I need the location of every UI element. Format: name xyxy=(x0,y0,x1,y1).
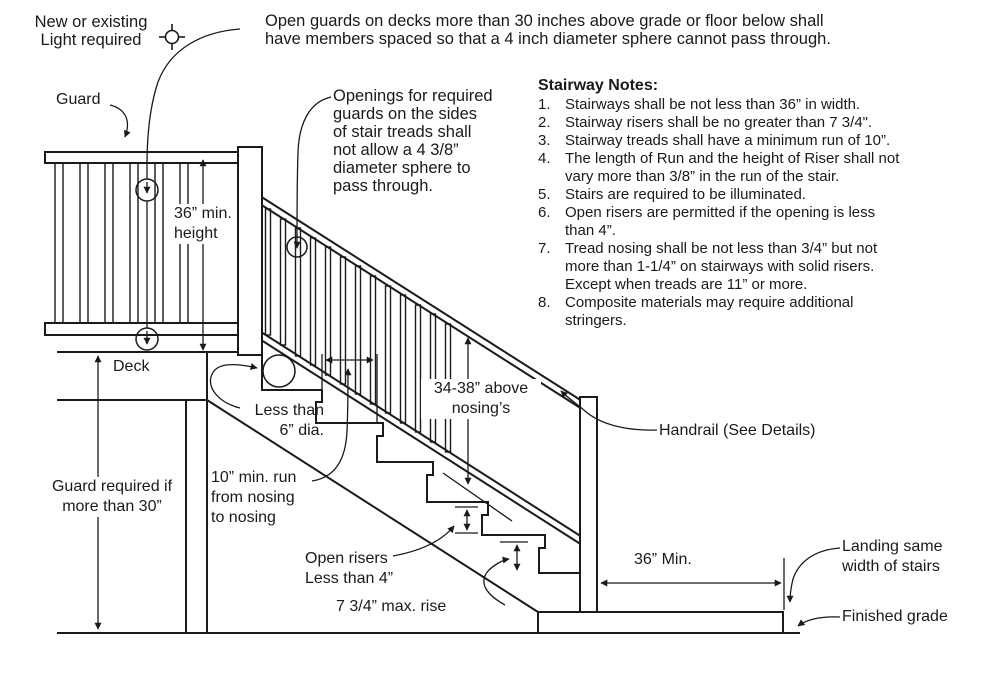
baluster xyxy=(279,218,287,346)
note-text: Open risers are permitted if the opening… xyxy=(565,204,876,239)
baluster xyxy=(414,304,422,433)
note-text: Stairway risers shall be no greater than… xyxy=(565,114,873,131)
nosing-reference-line xyxy=(442,472,513,522)
height-dimension-label: 36” min.height xyxy=(174,204,232,244)
stringer-bottom-edge xyxy=(206,399,539,613)
staircase xyxy=(206,352,582,613)
newel-post xyxy=(579,396,598,613)
note-number: 5. xyxy=(538,186,551,203)
baluster xyxy=(129,162,139,324)
stairway-note-item: 7. Tread nosing shall be not less than 3/… xyxy=(538,240,908,294)
light-fixture-icon xyxy=(159,24,185,50)
baluster xyxy=(104,162,114,324)
landing-min-label: 36” Min. xyxy=(634,551,692,568)
note-text: Tread nosing shall be not less than 3/4”… xyxy=(565,240,878,293)
deck-label: Deck xyxy=(113,358,150,375)
baluster xyxy=(309,237,317,366)
baluster xyxy=(384,285,392,414)
baluster xyxy=(369,275,377,405)
baluster xyxy=(429,313,437,443)
open-risers-leader-arrow xyxy=(392,525,455,557)
handrail-label: Handrail (See Details) xyxy=(659,422,816,439)
baluster xyxy=(324,246,332,376)
deck-structure xyxy=(57,351,262,633)
min-run-leader-arrow xyxy=(311,368,352,482)
landing-36-dimension xyxy=(600,558,785,610)
open-riser-dimension xyxy=(455,506,478,534)
stair-guard-balusters xyxy=(264,208,452,453)
less-than-6-leader-arrow xyxy=(209,363,258,409)
note-number: 6. xyxy=(538,204,551,221)
max-rise-dimension xyxy=(500,541,528,571)
guard-top-rail xyxy=(44,151,239,164)
baluster xyxy=(294,227,302,357)
handrail-leader-arrow xyxy=(560,390,658,431)
note-number: 2. xyxy=(538,114,551,131)
baluster xyxy=(354,265,362,395)
deck-guard-balusters xyxy=(54,162,189,324)
note-text: Stairways shall be not less than 36” in … xyxy=(565,96,861,113)
baluster xyxy=(154,162,164,324)
sphere-rule-leader-arrow xyxy=(143,28,241,345)
deck-guard-post xyxy=(237,146,263,356)
baluster xyxy=(264,208,272,336)
deck-guard xyxy=(44,146,263,356)
stairway-note-item: 3. Stairway treads shall have a minimum r… xyxy=(538,132,908,150)
tread-run-dimension xyxy=(321,354,378,424)
open-guards-note: Open guards on decks more than 30 inches… xyxy=(265,12,831,48)
guard-label: Guard xyxy=(56,91,101,108)
stairway-note-item: 8. Composite materials may require additi… xyxy=(538,294,908,330)
stairway-note-item: 6. Open risers are permitted if the openi… xyxy=(538,204,908,240)
handrail-top-line xyxy=(259,195,583,402)
baluster xyxy=(54,162,64,324)
stringer-opening-circle-icon xyxy=(262,354,296,388)
stairway-notes: Stairway Notes: 1. Stairways shall be not… xyxy=(538,77,908,330)
stairway-note-item: 2. Stairway risers shall be no greater th… xyxy=(538,114,908,132)
max-rise-label: 7 3/4” max. rise xyxy=(336,598,447,615)
guard-leader-arrow xyxy=(109,104,131,138)
note-text: Stairs are required to be illuminated. xyxy=(565,186,806,203)
finished-grade-leader-arrow xyxy=(797,616,841,627)
note-text: The length of Run and the height of Rise… xyxy=(565,150,900,185)
stairway-note-item: 5. Stairs are required to be illuminated. xyxy=(538,186,908,204)
note-number: 4. xyxy=(538,150,551,167)
landing-leader-arrow xyxy=(786,547,841,603)
stairway-note-item: 1. Stairways shall be not less than 36” i… xyxy=(538,96,908,114)
note-number: 7. xyxy=(538,240,551,257)
stairway-note-item: 4. The length of Run and the height of Ri… xyxy=(538,150,908,186)
stair-step-profile xyxy=(261,352,582,574)
landing-slab xyxy=(537,611,784,634)
stairway-notes-title: Stairway Notes: xyxy=(538,77,659,94)
note-number: 1. xyxy=(538,96,551,113)
finished-grade-label: Finished grade xyxy=(842,608,948,625)
max-rise-leader-arrow xyxy=(483,556,510,606)
note-text: Composite materials may require addition… xyxy=(565,294,854,329)
note-text: Stairway treads shall have a minimum run… xyxy=(565,132,891,149)
baluster xyxy=(399,294,407,424)
note-number: 3. xyxy=(538,132,551,149)
baluster xyxy=(339,256,347,385)
openings-leader-arrow xyxy=(293,96,332,249)
baluster xyxy=(79,162,89,324)
note-number: 8. xyxy=(538,294,551,311)
